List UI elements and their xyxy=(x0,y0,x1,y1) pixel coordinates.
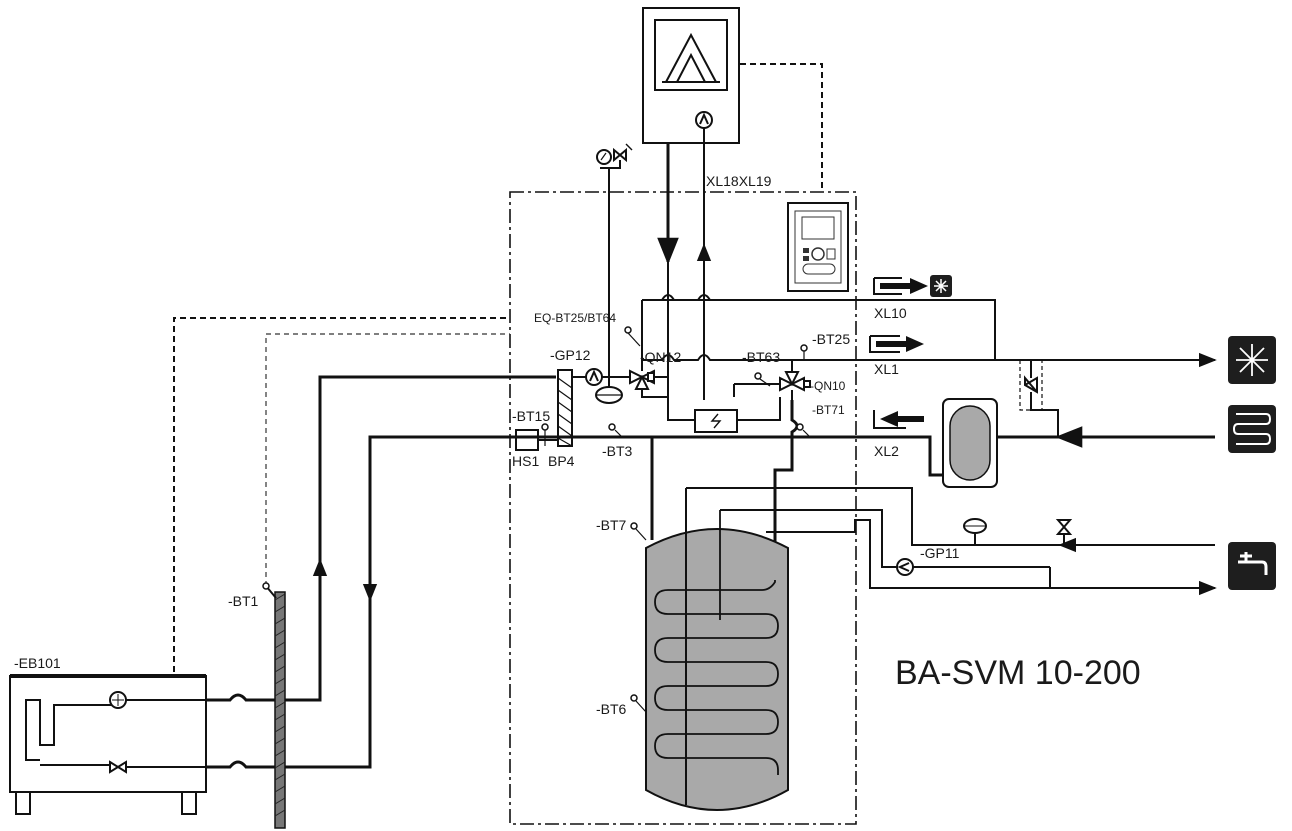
snowflake-icon xyxy=(1228,336,1276,384)
tank-coil xyxy=(654,510,779,775)
label-eb101: -EB101 xyxy=(14,655,61,671)
floor-heating-icon xyxy=(1228,405,1276,453)
label-qn12: -QN12 xyxy=(640,349,681,365)
qn10-valve xyxy=(733,360,811,400)
return-from-module xyxy=(206,435,512,769)
cooling-branch-pipe xyxy=(642,299,996,360)
supply-to-module xyxy=(206,375,556,702)
indoor-module-enclosure xyxy=(509,191,857,825)
tap-icon xyxy=(1228,542,1276,590)
eb101-comm-line xyxy=(173,317,510,672)
label-eq-bt25-bt64: EQ-BT25/BT64 xyxy=(534,311,616,325)
wall xyxy=(274,591,286,829)
hs1-box xyxy=(515,429,539,451)
boiler-signal-line xyxy=(740,63,823,192)
label-bt25: -BT25 xyxy=(812,331,850,347)
label-hs1: HS1 xyxy=(512,453,539,469)
label-gp12: -GP12 xyxy=(550,347,591,363)
label-bt1: -BT1 xyxy=(228,593,259,609)
xl1-symbol xyxy=(869,335,924,353)
label-bt63: -BT63 xyxy=(742,349,780,365)
boiler-pump-icon xyxy=(699,112,709,125)
label-xl18xl19: XL18XL19 xyxy=(706,173,772,189)
bt1-sensor-icon xyxy=(262,582,270,590)
label-bt7: -BT7 xyxy=(596,517,627,533)
label-xl10: XL10 xyxy=(874,305,907,321)
qn12-valve xyxy=(624,326,655,390)
bt25-sensor-icon xyxy=(800,344,808,352)
hwc-circulation xyxy=(720,509,897,568)
control-knob-icon xyxy=(811,247,825,261)
eq-bt25-sensor-icon xyxy=(624,326,632,334)
bt3-sensor-icon xyxy=(608,423,616,431)
xl2-symbol xyxy=(873,410,924,429)
expansion-valve-icon xyxy=(109,760,127,774)
label-gp11: -GP11 xyxy=(920,545,960,561)
safety-valve-icon xyxy=(613,147,627,163)
bt1-signal-line xyxy=(265,333,510,586)
label-xl1: XL1 xyxy=(874,361,899,377)
xl2-return-pipe xyxy=(512,435,945,540)
label-bp4: BP4 xyxy=(548,453,575,469)
label-bt6: -BT6 xyxy=(596,701,627,717)
label-xl2: XL2 xyxy=(874,443,899,459)
bt71-sensor-icon xyxy=(796,423,804,431)
model-label: BA-SVM 10-200 xyxy=(895,654,1141,692)
bt15-sensor-icon xyxy=(541,423,549,431)
label-qn10: -QN10 xyxy=(810,379,846,393)
control-unit xyxy=(787,202,849,292)
bt63-sensor-icon xyxy=(754,372,762,380)
label-bt71: -BT71 xyxy=(812,403,845,417)
xl10-symbol xyxy=(873,275,952,297)
bt6-sensor-icon xyxy=(630,694,638,702)
hot-water-out xyxy=(766,519,1217,596)
hot-water-tank xyxy=(645,488,789,811)
bt7-sensor-icon xyxy=(630,522,638,530)
label-bt3: -BT3 xyxy=(602,443,633,459)
cw-safety-valve-icon xyxy=(1055,519,1073,535)
external-heat-source xyxy=(642,7,740,144)
outdoor-unit-eb101 xyxy=(9,674,207,815)
heat-exchanger-bp4 xyxy=(557,369,573,447)
label-bt15: -BT15 xyxy=(512,408,550,424)
manometer-icon xyxy=(596,149,612,165)
cold-water-in xyxy=(686,487,1215,546)
